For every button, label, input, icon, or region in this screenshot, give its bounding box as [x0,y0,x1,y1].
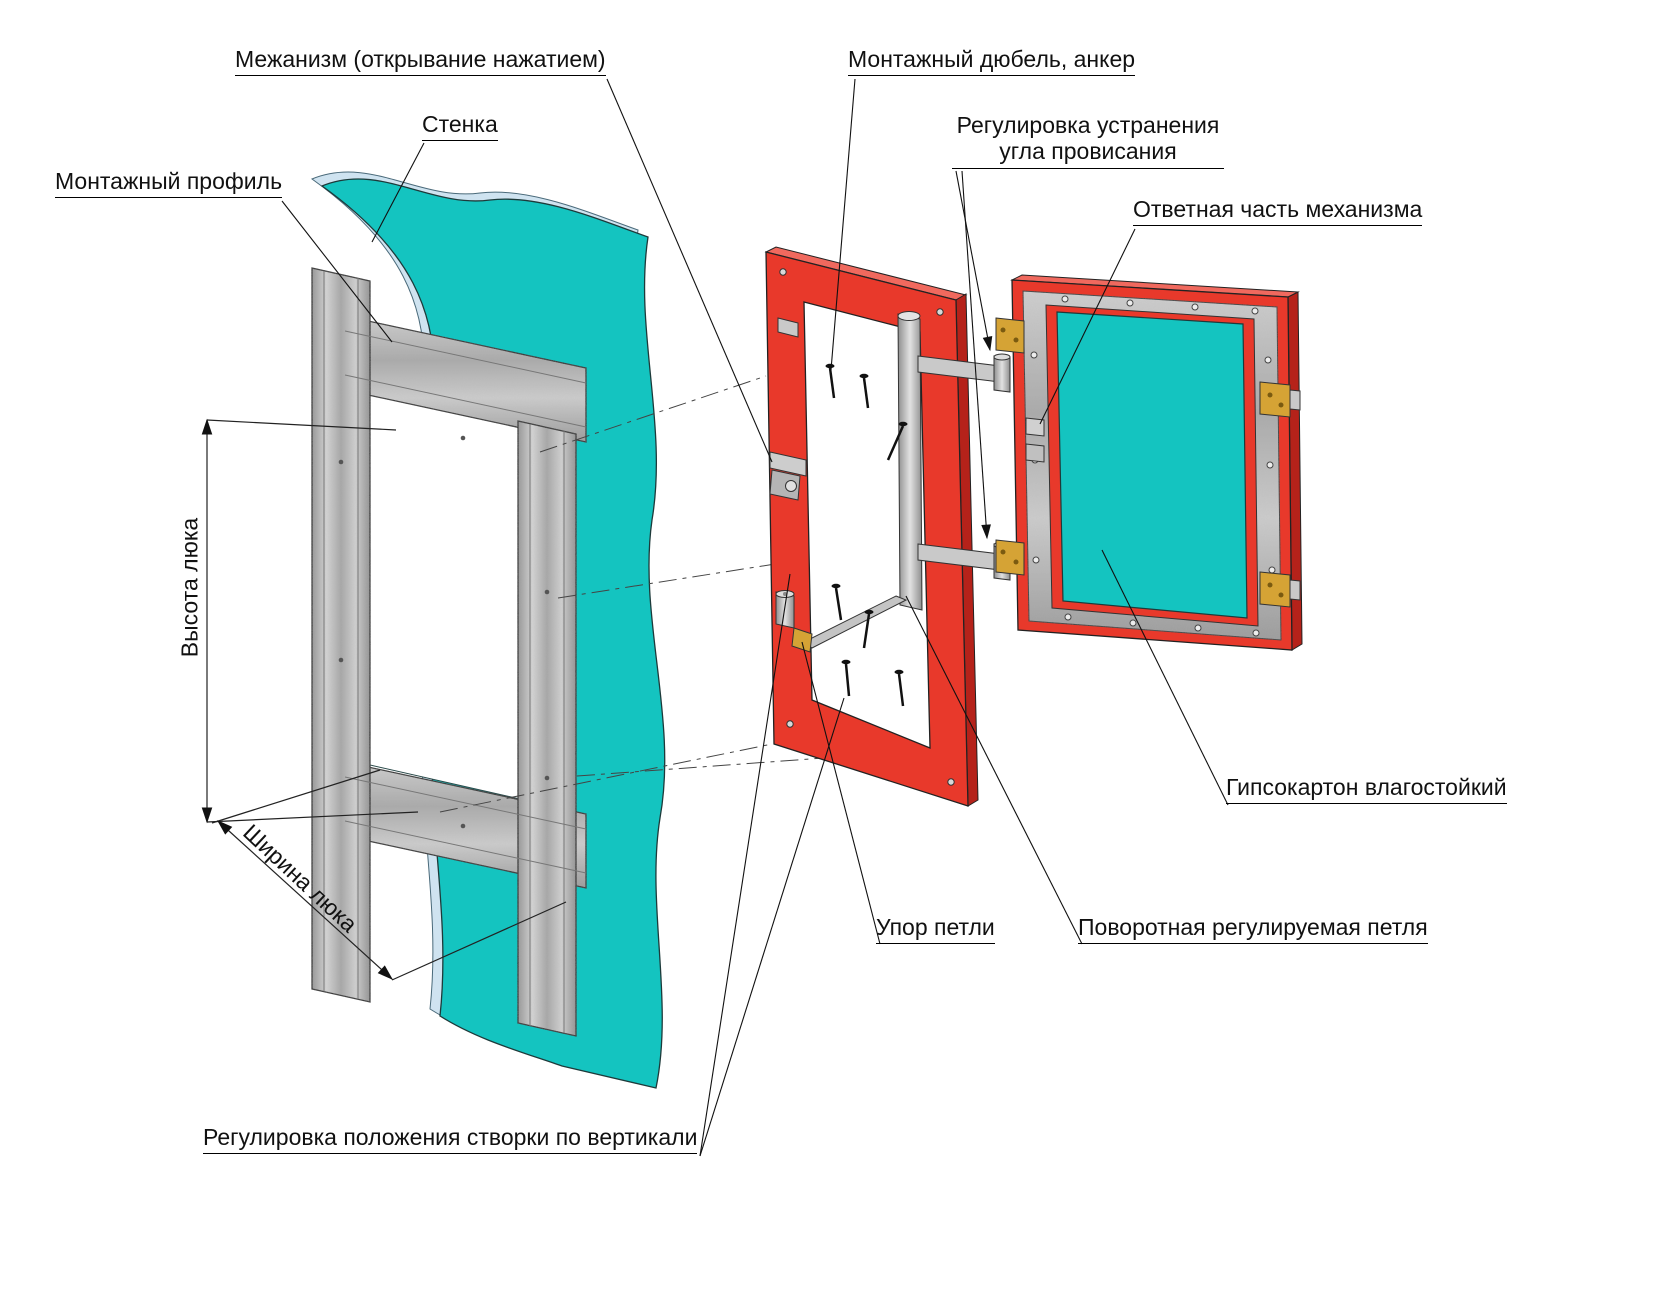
label-hinge-stop: Упор петли [876,914,995,945]
label-sag-line1: Регулировка устранения [956,112,1220,138]
label-sag-adjustment: Регулировка устранения угла провисания [952,112,1224,169]
door-panel-drawing [995,274,1303,651]
door-band-screws [1030,295,1276,637]
label-wall: Стенка [422,111,498,142]
door-drywall-panel [1056,311,1248,619]
hinge-axis-tube [897,311,923,611]
push-mechanism [769,317,807,501]
vertical-adjuster [775,590,795,629]
label-vertical-adjustment: Регулировка положения створки по вертика… [203,1124,698,1155]
label-adjustable-hinge: Поворотная регулируемая петля [1078,914,1428,945]
leader-sag-top [955,170,993,352]
leader-lines [281,78,1229,1157]
label-drywall: Гипсокартон влагостойкий [1226,774,1507,805]
profile-flange-lines [323,271,587,1033]
label-hatch-height: Высота люка [176,517,203,658]
leader-mounting-profile [281,200,393,343]
leader-hinge-stop [801,641,881,945]
label-mounting-profile: Монтажный профиль [55,168,283,199]
leader-sag-bottom [961,170,991,540]
leader-counterpart [1039,228,1136,425]
profile-right-stud [517,420,577,1037]
hinge-stop [791,595,908,653]
profile-left-stud [311,267,371,1003]
mounting-profile-frame [311,267,587,1037]
door-hinge-bottom-left [995,539,1025,576]
label-mechanism: Межанизм (открывание нажатием) [235,46,606,77]
door-hinge-top-left [995,317,1025,354]
anchor-screws [825,363,908,707]
leader-dowel [830,78,856,371]
label-mechanism-counterpart: Ответная часть механизма [1133,196,1423,227]
label-dowel-anchor: Монтажный дюбель, анкер [848,46,1136,77]
door-hinge-top-right [1259,381,1301,418]
mechanism-counterpart-plates [1025,417,1045,463]
leader-drywall [1101,549,1229,806]
leader-hinge [905,595,1083,945]
hatch-frame-front [765,251,969,807]
label-sag-line2: угла провисания [999,138,1177,165]
leader-vertical-adjust-2 [699,697,845,1157]
door-hinge-bottom-right [1259,571,1301,608]
leader-vertical-adjust-1 [699,573,791,1157]
hatch-frame-drawing [764,246,1011,807]
leader-wall [371,142,425,243]
leader-mechanism [606,78,773,463]
dimension-width [211,769,567,981]
hinge-arm-top [917,353,1011,393]
wall-opening [369,392,521,800]
